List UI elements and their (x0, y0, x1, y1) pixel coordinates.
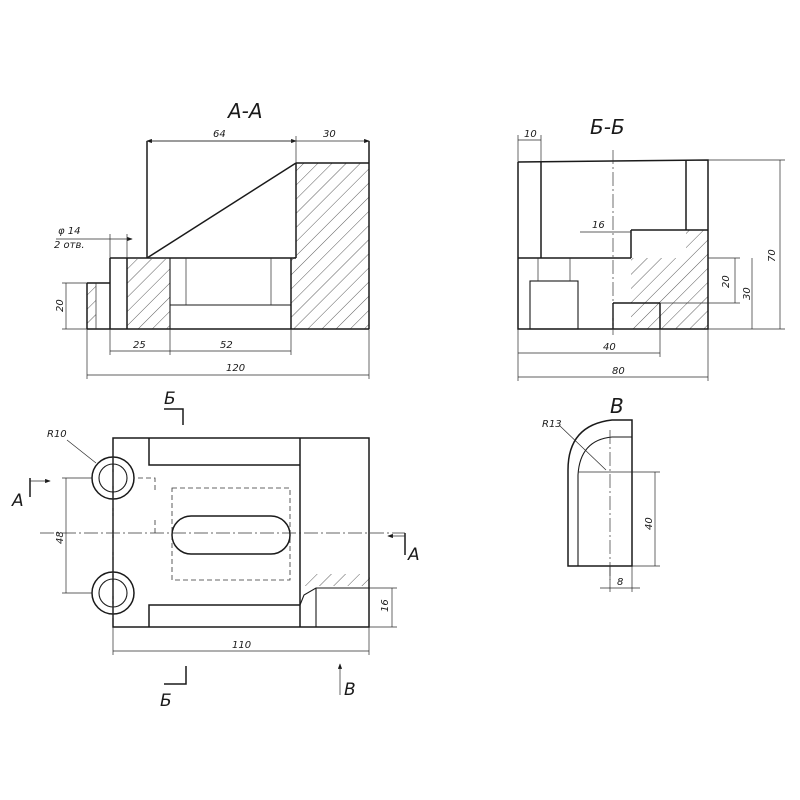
dim-v-40: 40 (644, 517, 655, 530)
marker-a-left: А (11, 491, 24, 511)
view-v-inner-arc (577, 436, 613, 566)
section-b-b-title: Б-Б (590, 115, 625, 139)
section-markers: А А Б Б В (11, 389, 420, 711)
marker-a-right: А (407, 545, 420, 565)
view-v-outline (567, 419, 633, 567)
plan-slot (171, 515, 291, 555)
dim-20-left: 20 (55, 299, 66, 312)
hatch-right-wall (291, 163, 369, 329)
dim-52: 52 (220, 340, 233, 351)
section-a-a: А-А 64 30 φ 14 2 отв. (54, 99, 370, 379)
dim-bb-10: 10 (524, 129, 537, 140)
hatch-plan-corner (304, 574, 370, 586)
view-v-title: В (610, 394, 624, 418)
dim-hole-count: 2 отв. (54, 240, 85, 251)
hatch-middle (127, 259, 170, 329)
dim-bb-20: 20 (721, 275, 732, 288)
plan-outline (112, 437, 370, 628)
hatch-bb-right (631, 258, 708, 329)
dim-120: 120 (226, 363, 245, 374)
section-b-b: Б-Б 10 16 20 30 70 40 (517, 115, 785, 381)
dim-16: 16 (380, 599, 391, 612)
dim-110: 110 (232, 640, 251, 651)
dim-bb-30: 30 (742, 287, 753, 300)
plan-view: R10 48 16 110 (40, 429, 405, 655)
dim-r10: R10 (47, 429, 67, 440)
plan-pocket-hidden (171, 487, 291, 581)
dim-bb-40: 40 (603, 342, 616, 353)
r10-leader (66, 439, 97, 464)
dim-bb-80: 80 (612, 366, 625, 377)
plan-inner-top (148, 438, 300, 466)
section-a-a-title: А-А (226, 99, 263, 123)
marker-b-top: Б (164, 389, 176, 409)
view-v: В R13 40 8 (542, 394, 660, 592)
marker-v-bottom: В (344, 680, 356, 700)
dim-48: 48 (55, 531, 66, 544)
hatch-left-lug (87, 283, 96, 329)
dim-hole-dia: φ 14 (58, 226, 81, 237)
dim-bb-70: 70 (767, 249, 778, 262)
r13-leader (559, 425, 607, 471)
aa-slope (146, 162, 297, 259)
plan-inner-bottom (148, 604, 300, 627)
dim-30: 30 (323, 129, 336, 140)
dim-r13: R13 (542, 419, 562, 430)
bb-hole (529, 280, 579, 330)
dim-64: 64 (213, 129, 226, 140)
marker-b-bottom: Б (160, 691, 172, 711)
hatch-bb-top (686, 230, 708, 258)
dim-25: 25 (133, 340, 146, 351)
plan-corner-step (299, 587, 370, 606)
dim-bb-16: 16 (592, 220, 605, 231)
dim-v-8: 8 (617, 577, 623, 588)
